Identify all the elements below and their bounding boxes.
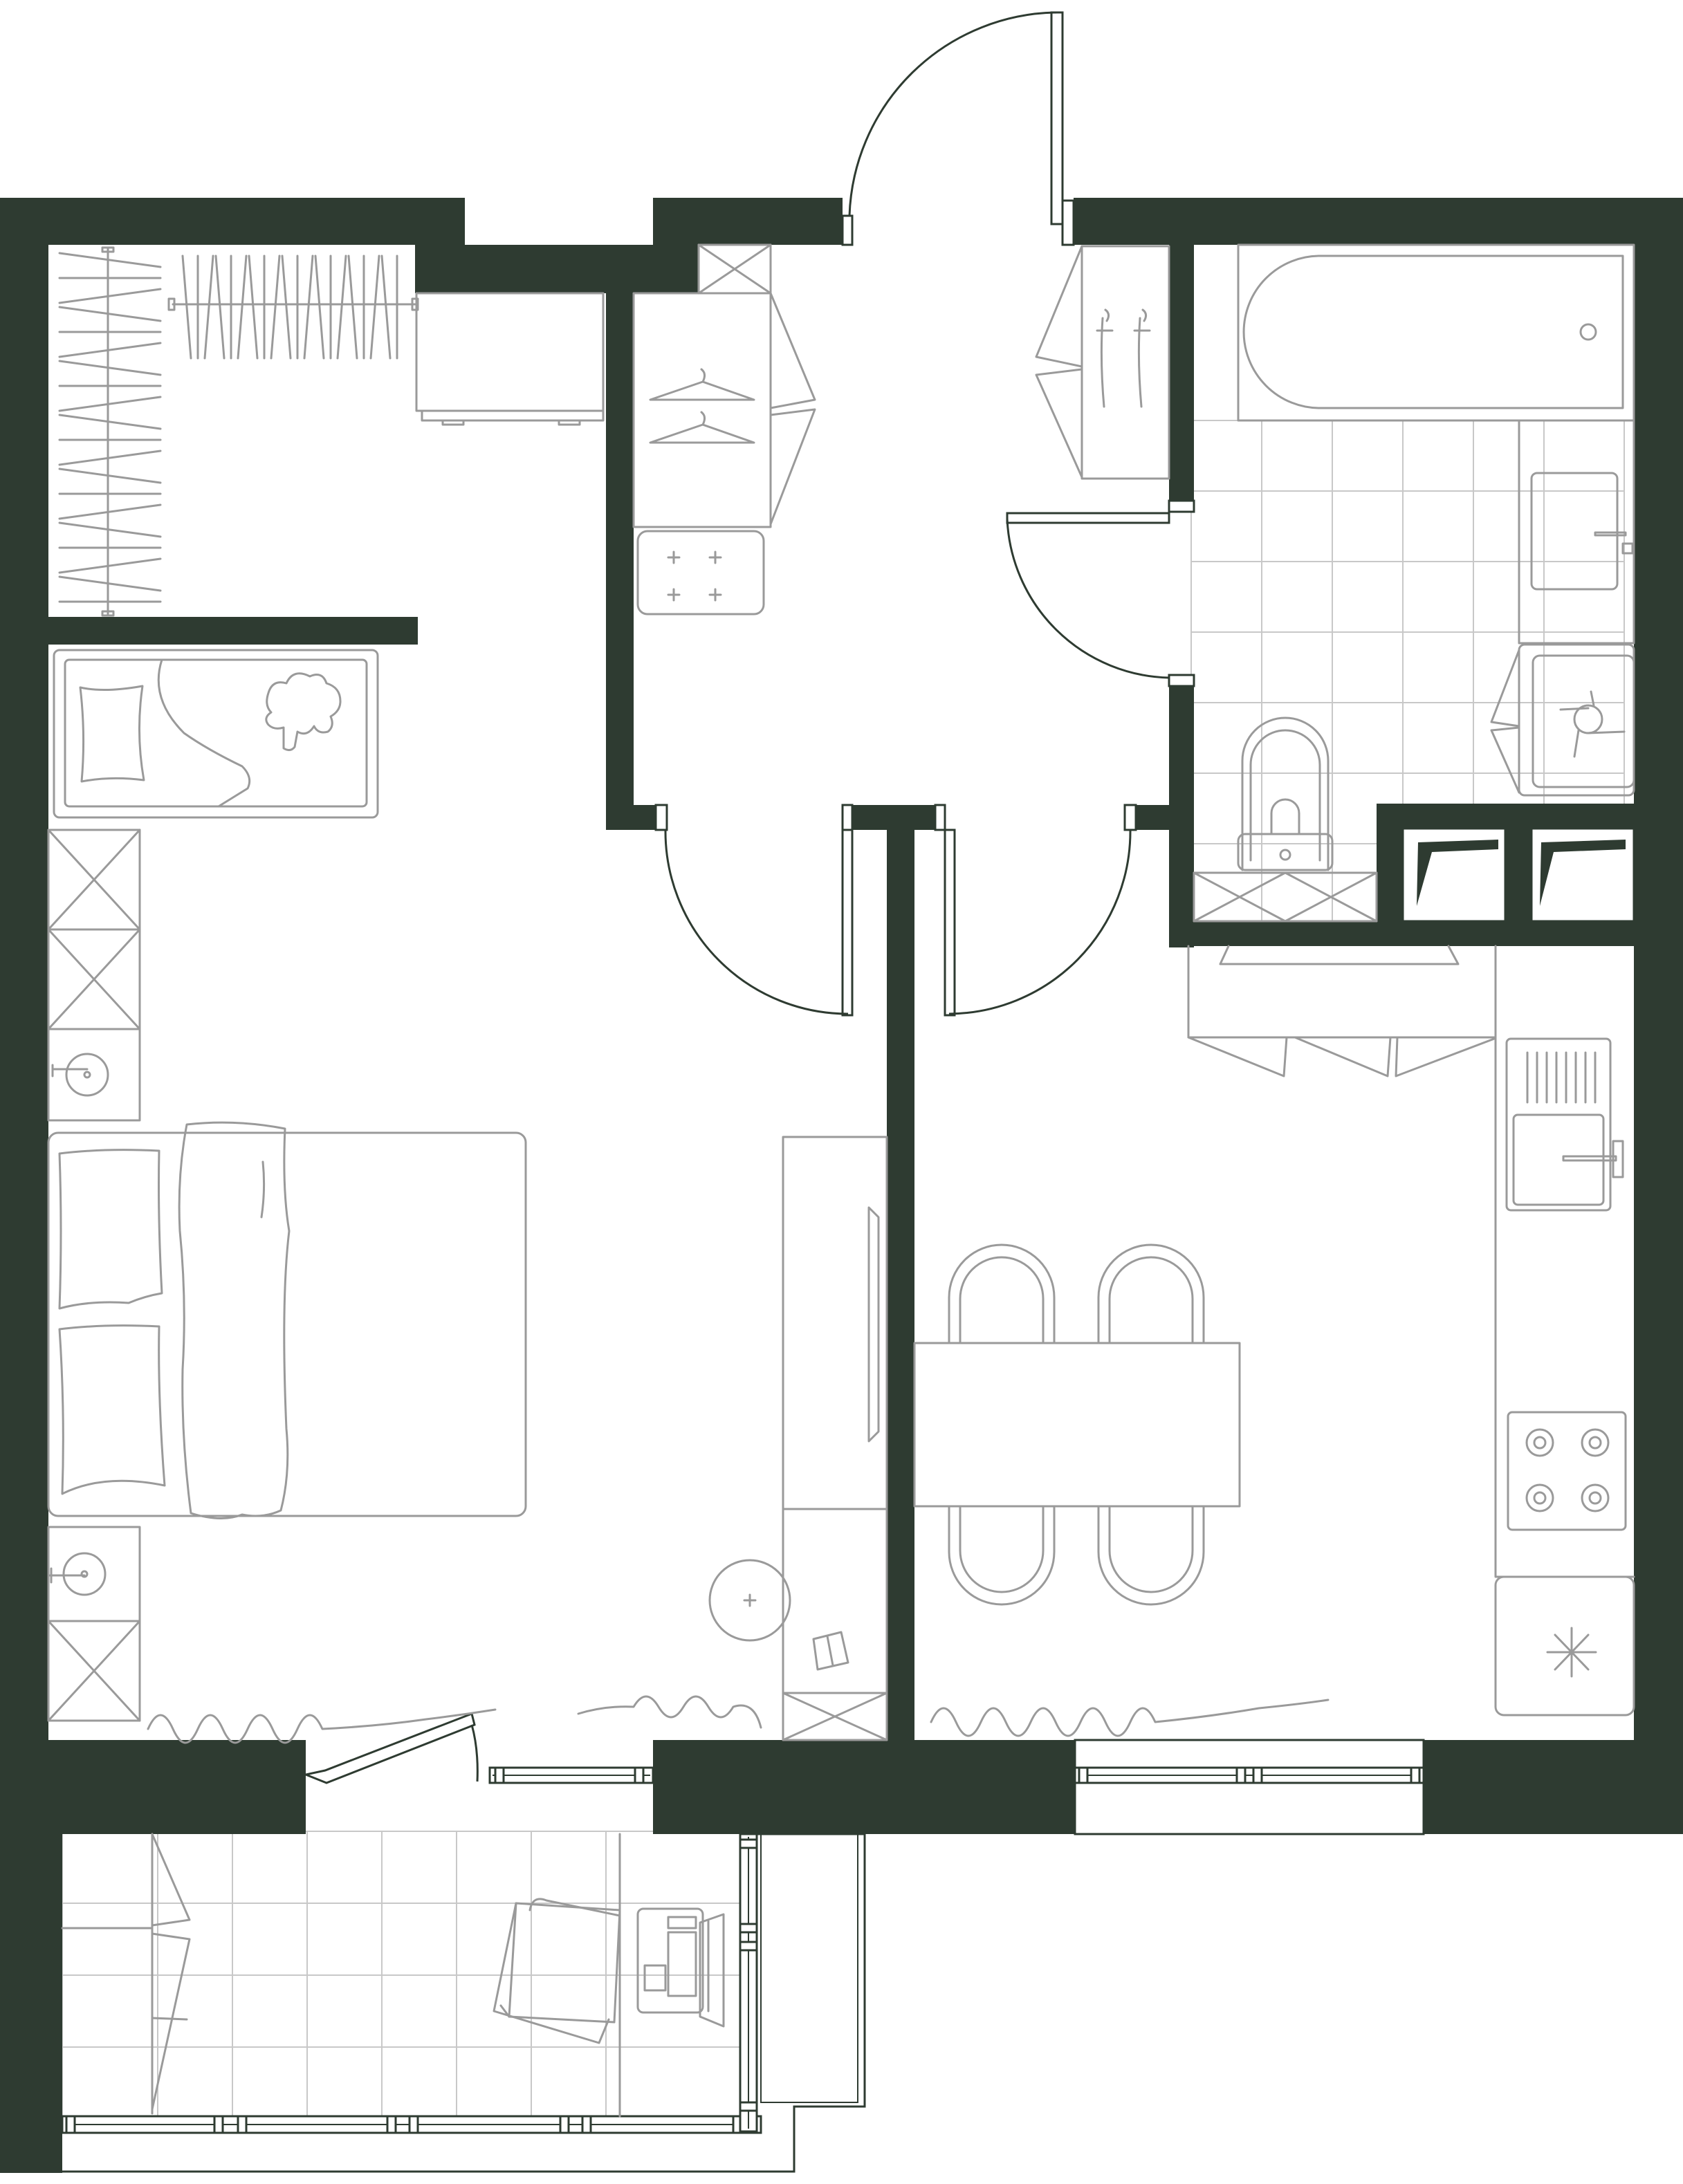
nightstand-bottom bbox=[47, 1526, 141, 1722]
kitchen-door bbox=[934, 804, 1137, 1017]
cooktop bbox=[1507, 1411, 1627, 1531]
kitchen-counter bbox=[1494, 1036, 1635, 1578]
bathroom-sink bbox=[1518, 419, 1635, 645]
hallway-shoe-cabinet bbox=[1035, 245, 1170, 480]
ventilation-shafts bbox=[1401, 827, 1635, 923]
entrance-door bbox=[841, 11, 1075, 246]
wardrobe-clothes-rail bbox=[58, 246, 419, 617]
toilet bbox=[1237, 716, 1334, 871]
dining-table bbox=[913, 1342, 1241, 1508]
tv-console bbox=[782, 1136, 888, 1741]
balcony-cabinet bbox=[61, 1833, 191, 2115]
washing-machine bbox=[1490, 643, 1635, 797]
kitchen-sink bbox=[1505, 1037, 1624, 1212]
kids-bed bbox=[53, 649, 379, 819]
refrigerator bbox=[1494, 1575, 1635, 1716]
bedroom-wardrobe bbox=[47, 829, 141, 1030]
double-bed bbox=[47, 1121, 527, 1520]
balcony-desk bbox=[618, 1833, 725, 2118]
bathroom-door bbox=[1006, 499, 1195, 687]
floor-lamp bbox=[708, 1559, 791, 1642]
bedroom-door bbox=[654, 804, 854, 1017]
nightstand-top bbox=[47, 1028, 141, 1122]
kitchen-tv bbox=[1219, 945, 1460, 965]
hallway-wardrobe bbox=[632, 243, 816, 528]
dining-chairs bbox=[948, 1243, 1205, 1606]
balcony-door bbox=[302, 1712, 479, 1784]
bathtub bbox=[1237, 243, 1635, 422]
kitchen-upper-cabinets bbox=[1187, 945, 1497, 1077]
bedroom-curtains bbox=[147, 1695, 762, 1744]
walls bbox=[0, 198, 1683, 2173]
armchair bbox=[493, 1898, 621, 2044]
kitchen-curtain bbox=[930, 1699, 1330, 1737]
hallway-pouf bbox=[636, 530, 765, 616]
closet-shelf bbox=[415, 292, 605, 426]
windows bbox=[61, 1739, 1425, 2173]
bathroom-cabinet bbox=[1193, 871, 1378, 923]
